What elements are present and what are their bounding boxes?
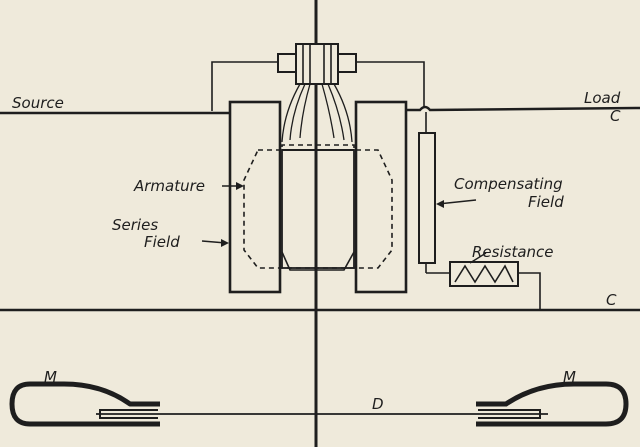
terminal-c-label: C (606, 291, 617, 309)
load-label: Load (584, 89, 621, 107)
resistance-element (449, 261, 519, 287)
resistance-label: Resistance (472, 243, 554, 261)
lever-m-right-label: M (563, 368, 576, 386)
resistance-lead-right (518, 272, 541, 310)
lever-m-left-label: M (44, 368, 57, 386)
source-label: Source (12, 94, 64, 112)
compensating-field-label-1: Compensating (454, 175, 563, 193)
brush-lead-right (356, 61, 425, 108)
series-field-pole-right (354, 100, 408, 294)
compensating-field-coil (418, 132, 436, 264)
armature-arrowhead (236, 182, 244, 190)
load-terminal-c-label: C (610, 107, 621, 125)
series-field-label-1: Series (112, 216, 158, 234)
lever-right (476, 381, 629, 427)
series-field-label-2: Field (144, 233, 180, 251)
resistance-leader (469, 252, 487, 264)
commutator (277, 43, 357, 85)
compensating-field-label-2: Field (528, 193, 564, 211)
compensating-leader (437, 199, 477, 205)
compensating-arrowhead (436, 200, 444, 208)
armature-core (281, 149, 355, 269)
series-field-arrowhead (221, 239, 229, 247)
load-line (405, 105, 640, 112)
armature-label: Armature (133, 177, 205, 195)
series-field-pole-left (228, 100, 282, 294)
rod-d-label: D (372, 395, 384, 413)
lever-left (9, 381, 160, 427)
brush-lead-left (211, 61, 278, 111)
armature-bottom (281, 251, 355, 271)
winding-leads (281, 83, 353, 143)
armature-outline (243, 144, 393, 269)
